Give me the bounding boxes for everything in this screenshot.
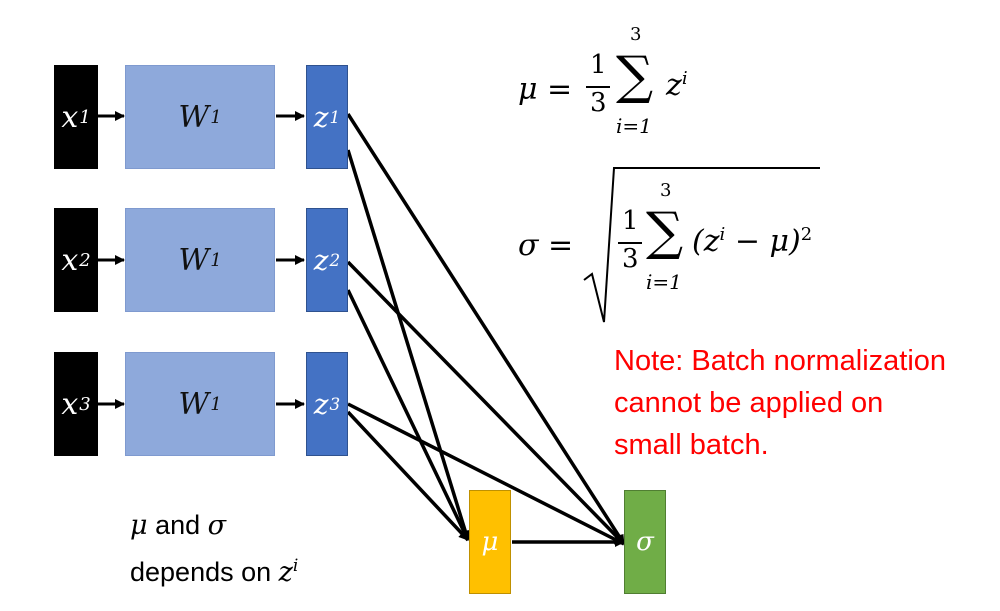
arrow-z3-sigma (347, 402, 625, 546)
formula-sigma-frac-bar (618, 242, 642, 244)
mu-box: μ (469, 490, 511, 594)
formula-mu-term: zi (666, 68, 688, 103)
arrow-z2-sigma (346, 260, 626, 546)
dependency-caption: μ and σ depends on zi (130, 505, 298, 593)
formula-mu: μ = 1 3 3 ∑ i=1 zi (518, 24, 738, 148)
note-line: cannot be applied on (614, 387, 884, 419)
note-line: small batch. (614, 429, 769, 461)
formula-mu-sum-top: 3 (630, 24, 642, 45)
sigma-box: σ (624, 490, 666, 594)
batch-size-note: Note: Batch normalization cannot be appl… (614, 340, 994, 466)
caption-line-2: depends on zi (130, 556, 299, 588)
arrow-z1-mu (346, 149, 471, 541)
arrow-z3-mu (346, 410, 470, 542)
formula-sigma-radical (583, 167, 820, 323)
note-line: Note: Batch normalization (614, 345, 947, 377)
formula-sigma-term: (zi − μ)2 (692, 224, 813, 259)
caption-line-1: μ and σ (130, 510, 227, 541)
formula-sigma-frac-num: 1 (622, 206, 639, 236)
formula-sigma-frac-den: 3 (622, 244, 639, 274)
formula-sigma-sum-top: 3 (660, 180, 672, 201)
formula-mu-lhs: μ = (518, 72, 573, 107)
arrow-z2-mu (346, 289, 470, 541)
formula-sigma-lhs: σ = (518, 228, 574, 263)
formula-mu-sigma-sign: ∑ (616, 46, 654, 106)
formula-sigma-sum-bottom: i=1 (646, 270, 682, 294)
formula-sigma-sigma-sign: ∑ (646, 202, 684, 262)
formula-mu-frac-bar (586, 86, 610, 88)
formula-mu-frac-num: 1 (590, 50, 607, 80)
formula-mu-sum-bottom: i=1 (616, 114, 652, 138)
formula-mu-frac-den: 3 (590, 88, 607, 118)
formula-sigma: σ = 1 3 3 ∑ i=1 (zi − μ)2 (518, 162, 838, 332)
arrow-z1-sigma (346, 113, 626, 545)
